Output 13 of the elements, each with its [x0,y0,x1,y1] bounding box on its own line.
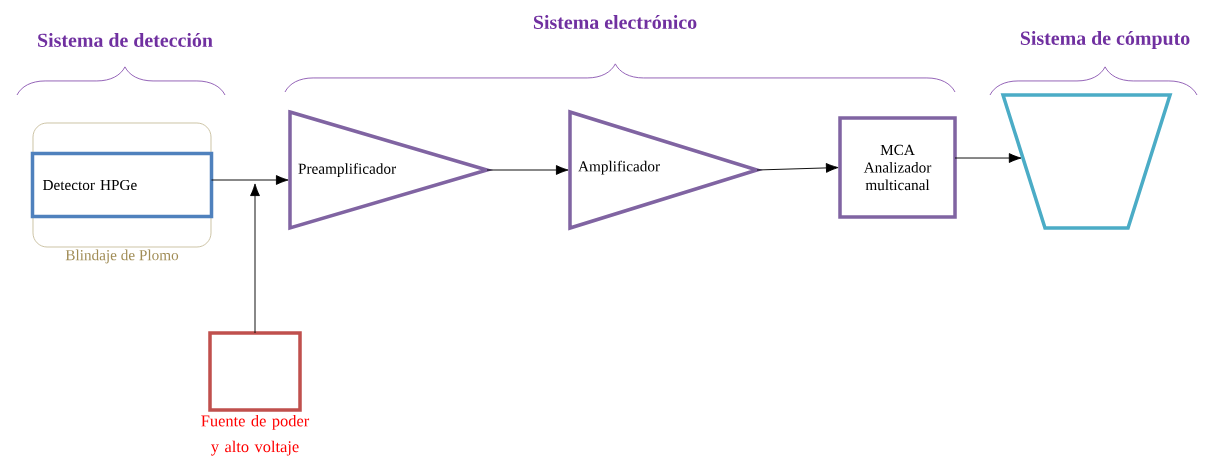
section-heading: Sistema de cómputo [1020,30,1190,50]
detector-box: Detector HPGe [30,151,214,219]
arrow [954,153,1022,163]
arrow [211,175,289,185]
arrow [756,163,839,173]
arrow [486,165,569,175]
node-label: Fuente de poder y alto voltaje [201,414,310,456]
section-heading: Sistema de detección [38,33,213,48]
analyzer-box: MCA Analizador multicanal [838,116,957,219]
arrow [250,183,260,334]
node-label: Blindaje de Plomo [65,249,179,264]
power-supply-box: Fuente de poder y alto voltaje [201,331,310,456]
section-heading: Sistema electrónico [533,15,697,30]
